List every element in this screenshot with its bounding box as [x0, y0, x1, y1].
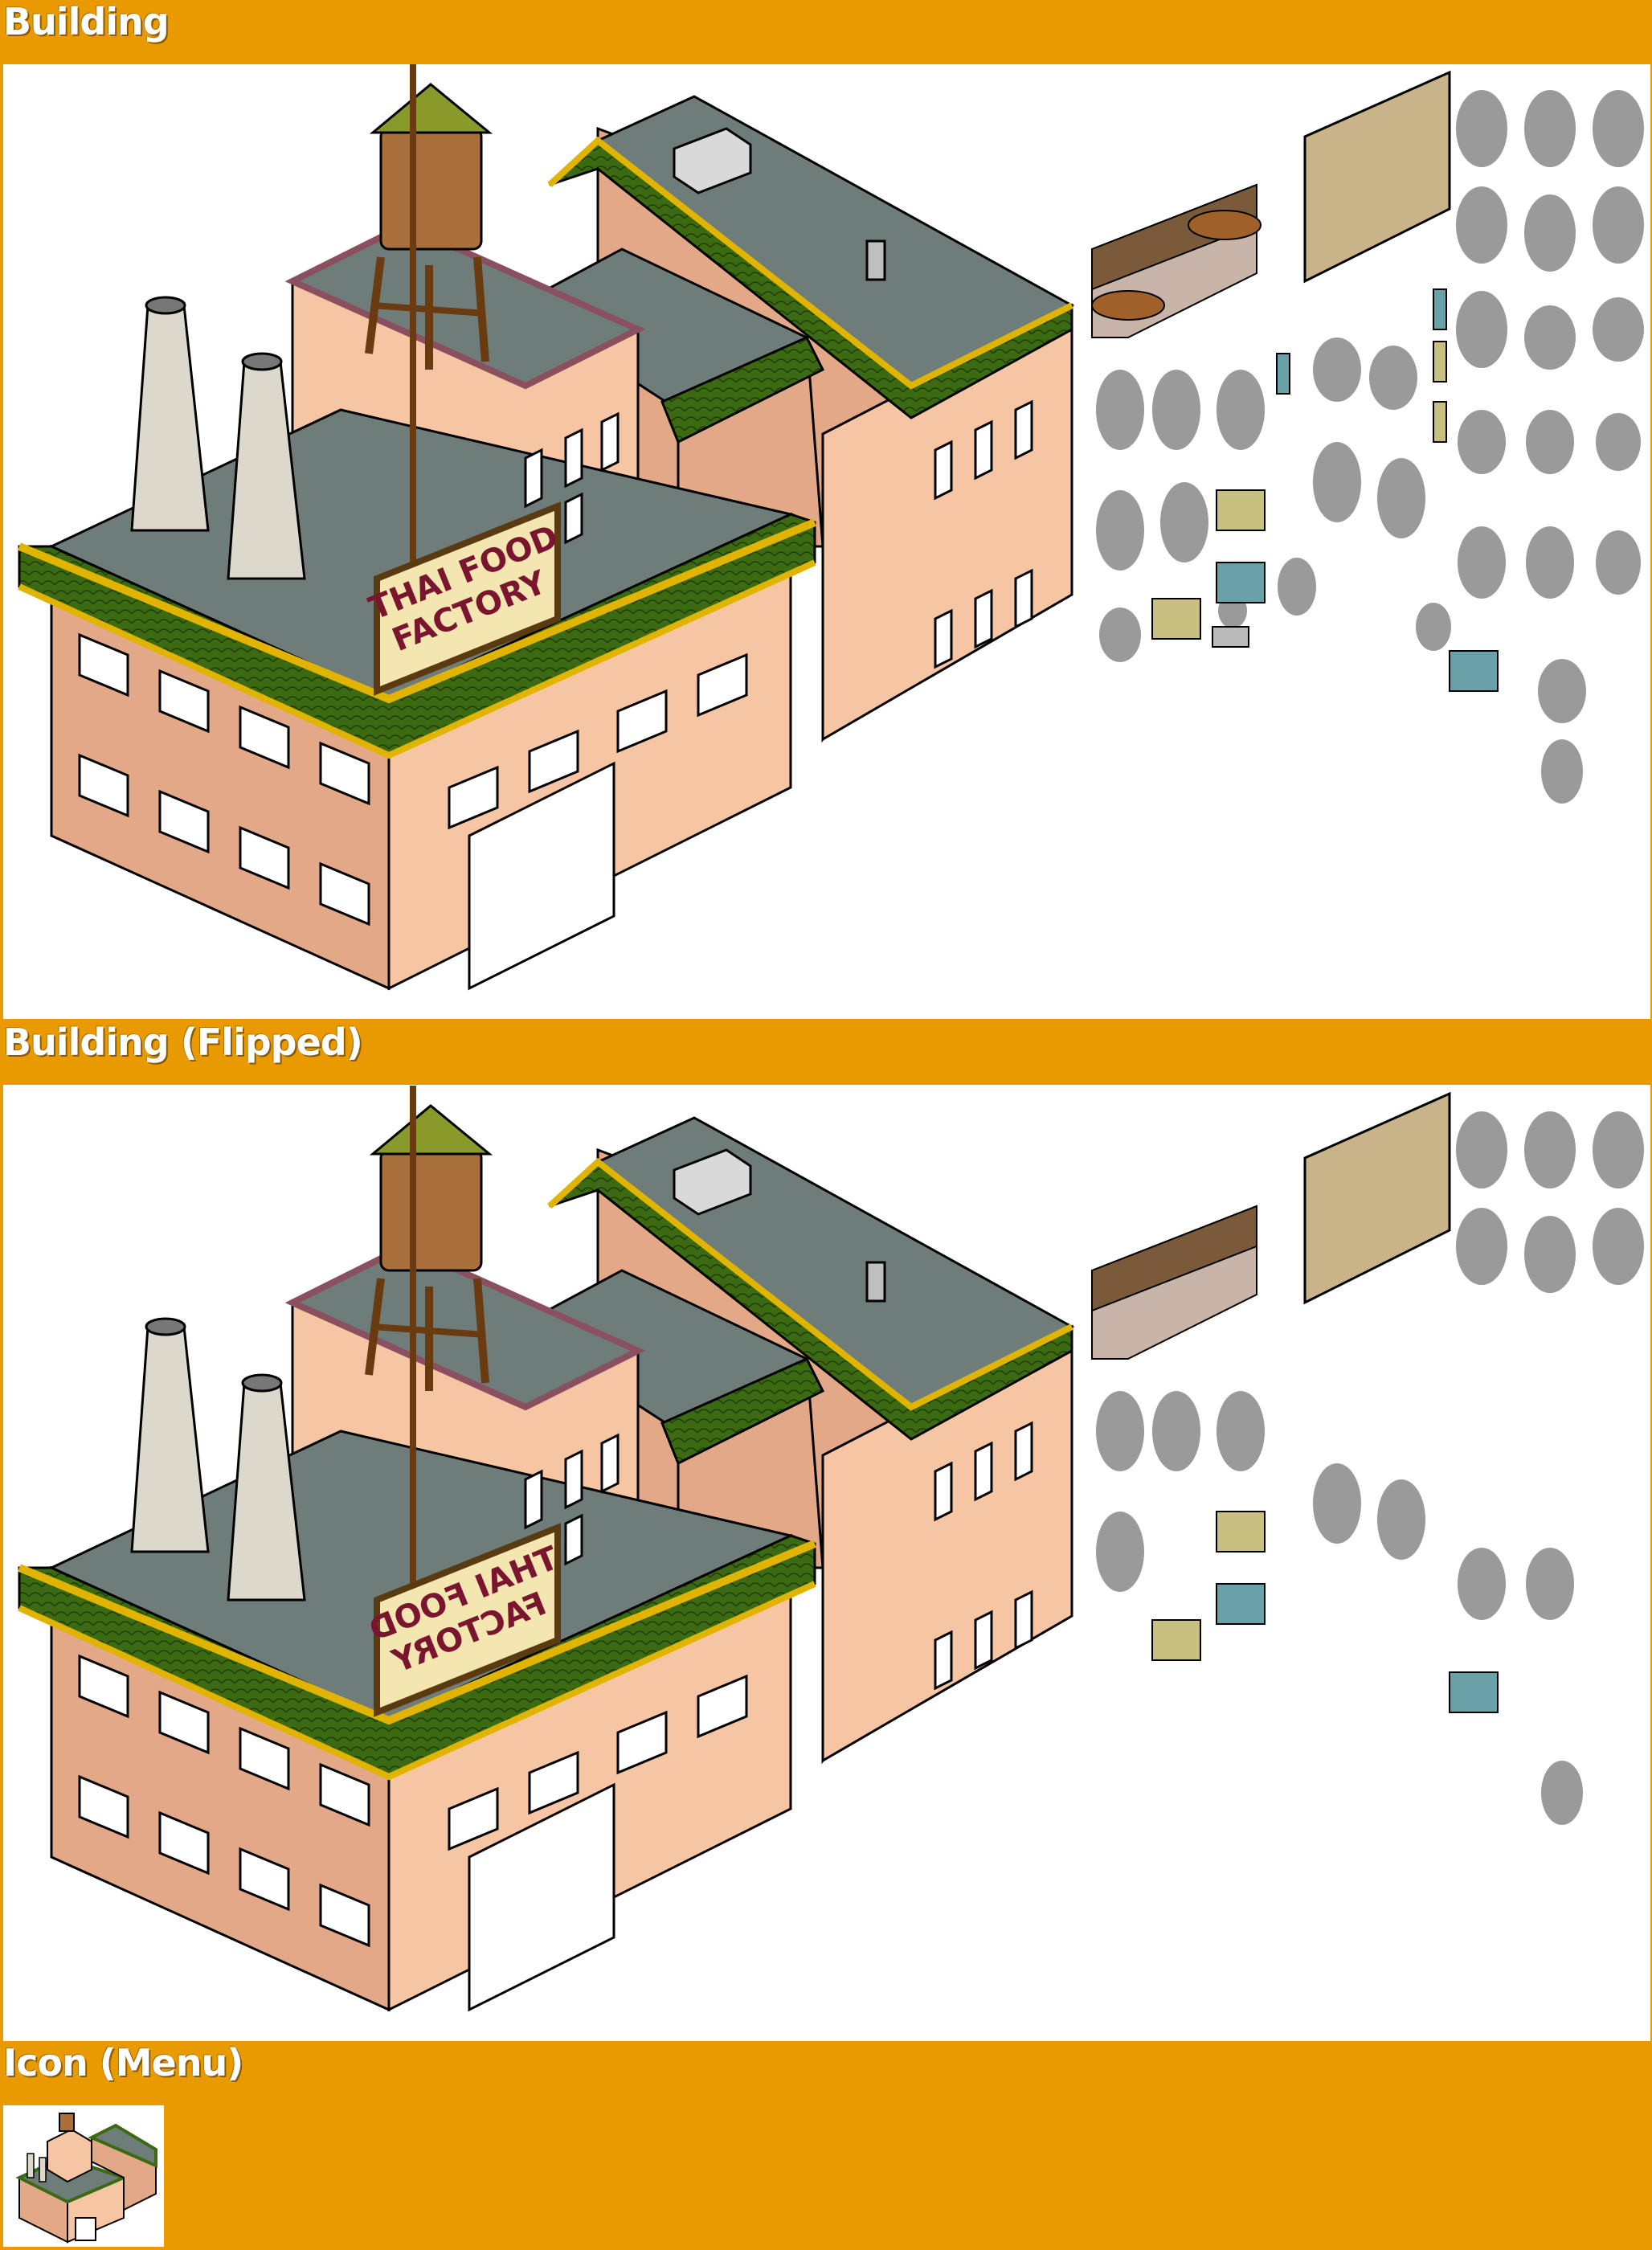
- thai-food-factory-building: [18, 64, 1075, 991]
- window-parts: [1151, 288, 1499, 692]
- section-title-building-flipped: Building (Flipped): [3, 1021, 363, 1064]
- menu-icon: [3, 2105, 164, 2247]
- smokestacks: [130, 296, 306, 580]
- water-tower: [365, 83, 493, 370]
- thai-food-factory-sign: [374, 64, 561, 696]
- building-flipped-sprite-panel: THAI FOOD FACTORY: [3, 1085, 1650, 2041]
- wooden-deck-part: [1091, 183, 1261, 338]
- building-sprite-panel: THAI FOOD FACTORY: [3, 64, 1650, 1019]
- smoke-puff-parts: [1096, 90, 1644, 804]
- section-title-icon-menu: Icon (Menu): [3, 2041, 243, 2084]
- building-flipped-sprite: THAI FOOD FACTORY: [3, 1085, 1644, 2041]
- sprite-parts-copy: [1091, 1091, 1644, 1825]
- factory-icon: [15, 2113, 157, 2244]
- wooden-plank-part: [1303, 70, 1451, 284]
- section-title-building: Building: [3, 0, 170, 43]
- building-sprite: THAI FOOD FACTORY: [18, 64, 1644, 991]
